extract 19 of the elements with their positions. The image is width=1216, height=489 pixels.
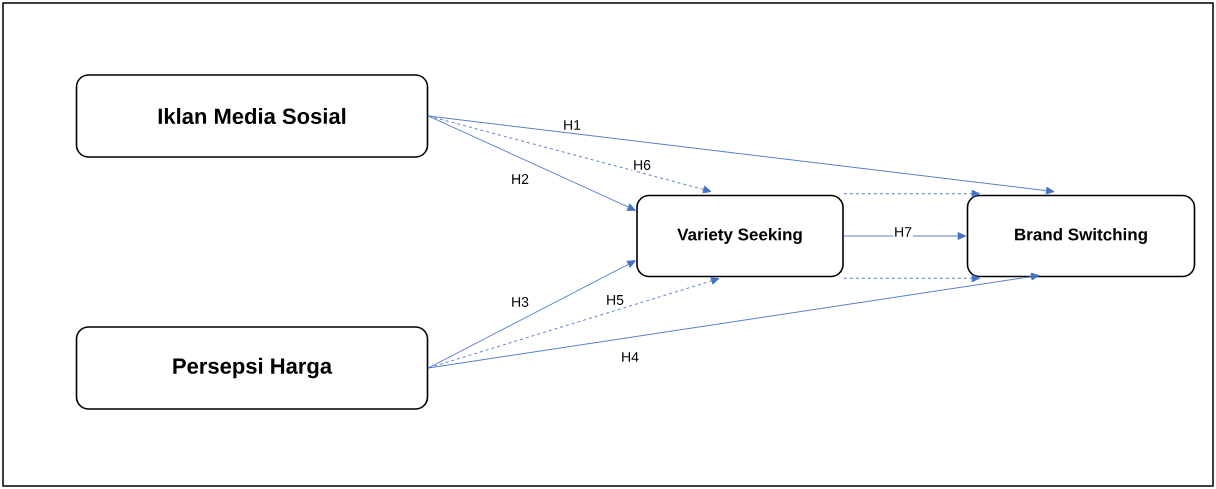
- edge-label: H3: [510, 296, 530, 308]
- edge-label: H7: [893, 226, 913, 238]
- arrow: [843, 274, 981, 283]
- arrow: [427, 260, 636, 369]
- process-box: Brand Switching: [966, 194, 1196, 278]
- arrow: [427, 115, 636, 211]
- arrow: [843, 232, 967, 240]
- edge-label: H5: [605, 294, 625, 306]
- edge-label: H2: [510, 173, 530, 185]
- edge-label: H1: [562, 119, 582, 131]
- process-box: Variety Seeking: [636, 194, 844, 278]
- process-box: Iklan Media Sosial: [75, 74, 429, 158]
- arrow: [843, 189, 981, 198]
- arrow: [427, 115, 1055, 195]
- edge-label: H6: [632, 159, 652, 171]
- arrow: [427, 115, 712, 194]
- process-box: Persepsi Harga: [75, 326, 429, 410]
- arrow: [427, 272, 1040, 369]
- edge-label: H4: [620, 351, 640, 363]
